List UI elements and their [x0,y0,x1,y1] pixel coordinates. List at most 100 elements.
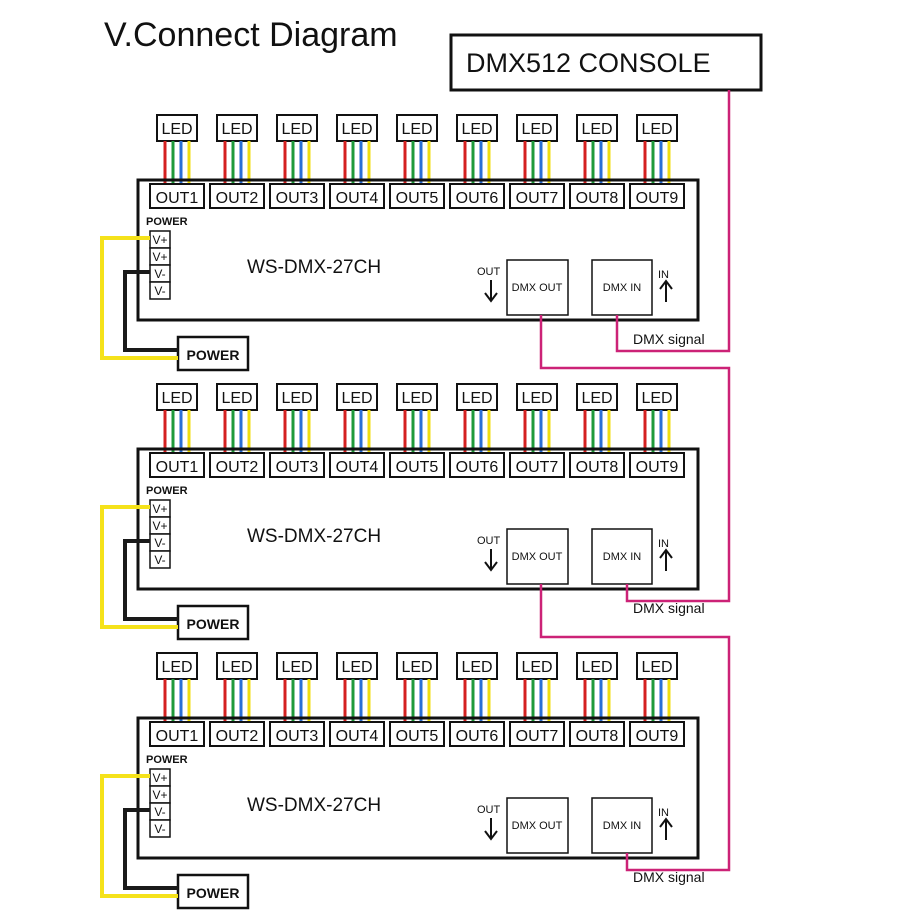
dmx-signal-wire [539,315,731,603]
power-terminal [149,281,171,300]
dmx-in-port [591,259,653,316]
output-port [329,183,385,209]
power-terminal-header: POWER [146,485,188,497]
led-module [336,652,378,680]
led-label: LED [521,121,552,138]
output-port [629,721,685,747]
device-model-label: WS-DMX-27CH [247,795,381,816]
dmx-out-label: DMX OUT [512,282,563,294]
dmx-out-port [506,528,569,585]
output-port [569,721,625,747]
dmx-in-port [591,528,653,585]
led-module [276,114,318,142]
dmx-signal-wire [539,584,731,872]
device-model-label: WS-DMX-27CH [247,257,381,278]
led-label: LED [281,121,312,138]
power-terminal-label: V- [154,553,165,567]
output-label: OUT7 [516,190,559,207]
led-label: LED [341,659,372,676]
output-label: OUT1 [156,459,199,476]
led-label: LED [161,659,192,676]
led-module [336,383,378,411]
led-label: LED [521,390,552,407]
led-label: LED [341,390,372,407]
led-module [516,652,558,680]
power-supply-label: POWER [187,347,240,363]
output-label: OUT5 [396,728,439,745]
power-negative-wire [123,539,178,621]
dmx-out-label: DMX OUT [512,551,563,563]
output-label: OUT8 [576,728,619,745]
output-port [389,452,445,478]
output-port [149,721,205,747]
power-terminal [149,550,171,569]
led-module [636,652,678,680]
output-label: OUT3 [276,190,319,207]
output-label: OUT9 [636,728,679,745]
device-model-label: WS-DMX-27CH [247,526,381,547]
output-port [269,721,325,747]
controller-box [136,716,700,860]
output-label: OUT7 [516,728,559,745]
power-terminal-label: V- [154,805,165,819]
led-module [216,383,258,411]
led-module [576,652,618,680]
dmx-out-port [506,797,569,854]
output-label: OUT2 [216,728,259,745]
power-positive-wire [100,774,178,898]
out-arrow-head-icon [484,561,498,572]
in-caption: IN [658,538,669,550]
dmx-signal-wire [615,90,731,353]
power-terminal-label: V- [154,267,165,281]
led-module [156,383,198,411]
output-label: OUT2 [216,459,259,476]
led-label: LED [581,390,612,407]
power-supply-box [176,335,250,372]
diagram-title: V.Connect Diagram [104,16,398,54]
led-module [276,652,318,680]
led-label: LED [521,659,552,676]
power-terminal-header: POWER [146,754,188,766]
power-terminal-label: V+ [152,519,167,533]
power-supply-label: POWER [187,885,240,901]
out-caption: OUT [477,535,501,547]
dmx-signal-label: DMX signal [633,600,705,616]
output-port [209,452,265,478]
led-module [336,114,378,142]
output-label: OUT8 [576,459,619,476]
controller-unit: LEDOUT1LEDOUT2LEDOUT3LEDOUT4LEDOUT5LEDOU… [100,315,731,641]
led-module [156,114,198,142]
power-terminal-label: V+ [152,250,167,264]
in-arrow-head-icon [659,548,673,559]
output-port [509,721,565,747]
power-positive-wire [100,236,178,360]
output-port [569,452,625,478]
dmx-in-label: DMX IN [603,820,642,832]
out-arrow-head-icon [484,292,498,303]
led-module [516,114,558,142]
power-terminal-header: POWER [146,216,188,228]
led-module [576,114,618,142]
output-label: OUT9 [636,459,679,476]
output-port [629,452,685,478]
dmx-signal-label: DMX signal [633,331,705,347]
led-module [396,383,438,411]
output-label: OUT5 [396,459,439,476]
output-port [509,452,565,478]
led-label: LED [221,659,252,676]
led-module [216,652,258,680]
output-label: OUT4 [336,190,379,207]
power-negative-wire [123,270,178,352]
output-label: OUT5 [396,190,439,207]
output-port [569,183,625,209]
dmx-console-label: DMX512 CONSOLE [466,48,711,78]
output-port [329,452,385,478]
led-module [636,383,678,411]
output-port [449,183,505,209]
output-label: OUT1 [156,728,199,745]
controller-unit: LEDOUT1LEDOUT2LEDOUT3LEDOUT4LEDOUT5LEDOU… [100,584,731,910]
led-module [516,383,558,411]
led-module [396,652,438,680]
output-port [389,183,445,209]
output-port [269,452,325,478]
